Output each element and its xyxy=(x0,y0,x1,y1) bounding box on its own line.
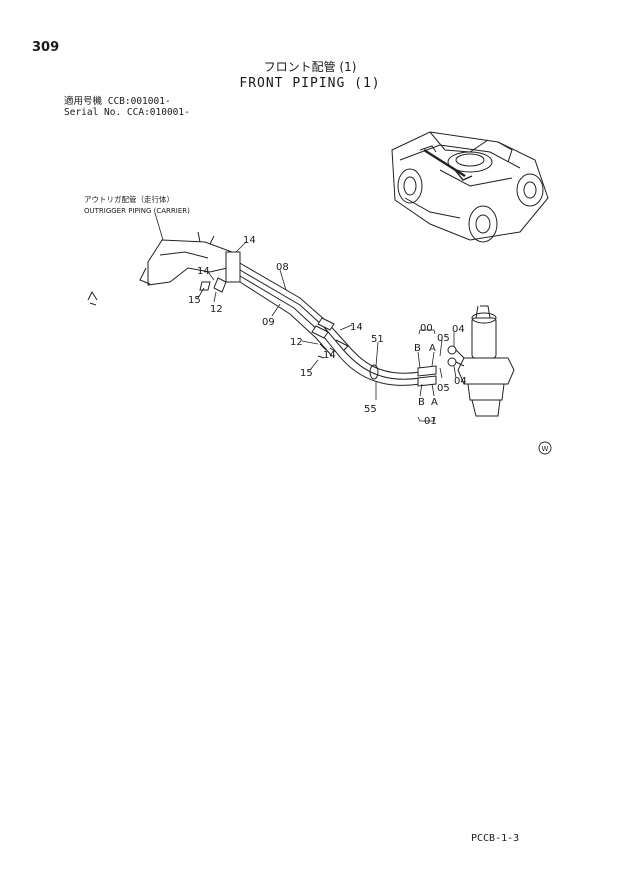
callout-letter-b: B xyxy=(414,343,421,354)
page-number: 309 xyxy=(32,40,60,55)
applicable-serial-ccb: 適用号機 CCB:001001- xyxy=(64,96,171,107)
callout-51: 51 xyxy=(371,334,384,345)
outrigger-label-japanese: アウトリガ配管（走行体） xyxy=(84,194,174,204)
callout-15: 15 xyxy=(188,295,201,306)
callout-04: 04 xyxy=(454,376,467,387)
callout-08: 08 xyxy=(276,262,289,273)
callout-05: 05 xyxy=(437,383,450,394)
callout-letter-a: A xyxy=(429,343,436,354)
callout-09: 09 xyxy=(262,317,275,328)
outrigger-cylinder-illustration xyxy=(87,231,237,306)
callout-05: 05 xyxy=(437,333,450,344)
callout-14: 14 xyxy=(243,235,256,246)
hydraulic-hoses xyxy=(225,251,437,387)
applicable-serial-cca: Serial No. CCA:010001- xyxy=(64,107,190,118)
callout-letter-b: B xyxy=(418,397,425,408)
callout-00: 00 xyxy=(420,323,433,334)
callout-14: 14 xyxy=(197,266,210,277)
callout-12: 12 xyxy=(290,337,303,348)
circled-w-mark: W xyxy=(538,441,552,455)
callout-55: 55 xyxy=(364,404,377,415)
outrigger-label: OUTRIGGER PIPING (CARRIER) xyxy=(84,207,190,215)
callout-12: 12 xyxy=(210,304,223,315)
callout-14: 14 xyxy=(323,350,336,361)
callout-04: 04 xyxy=(452,324,465,335)
page-title-japanese: フロント配管 (1) xyxy=(263,60,357,74)
callout-15: 15 xyxy=(300,368,313,379)
page-footer-code: PCCB-1-3 xyxy=(471,833,520,844)
callout-numbers: 14 14 15 12 08 09 14 12 14 15 51 55 00 B… xyxy=(188,235,467,427)
svg-text:W: W xyxy=(542,445,549,453)
center-joint-illustration xyxy=(447,305,515,417)
machine-overview-illustration xyxy=(391,131,549,243)
callout-letter-a: A xyxy=(431,397,438,408)
callout-01: 01 xyxy=(424,416,437,427)
callout-leader-lines xyxy=(154,212,457,422)
page-title: FRONT PIPING (1) xyxy=(239,76,381,91)
callout-14: 14 xyxy=(350,322,363,333)
